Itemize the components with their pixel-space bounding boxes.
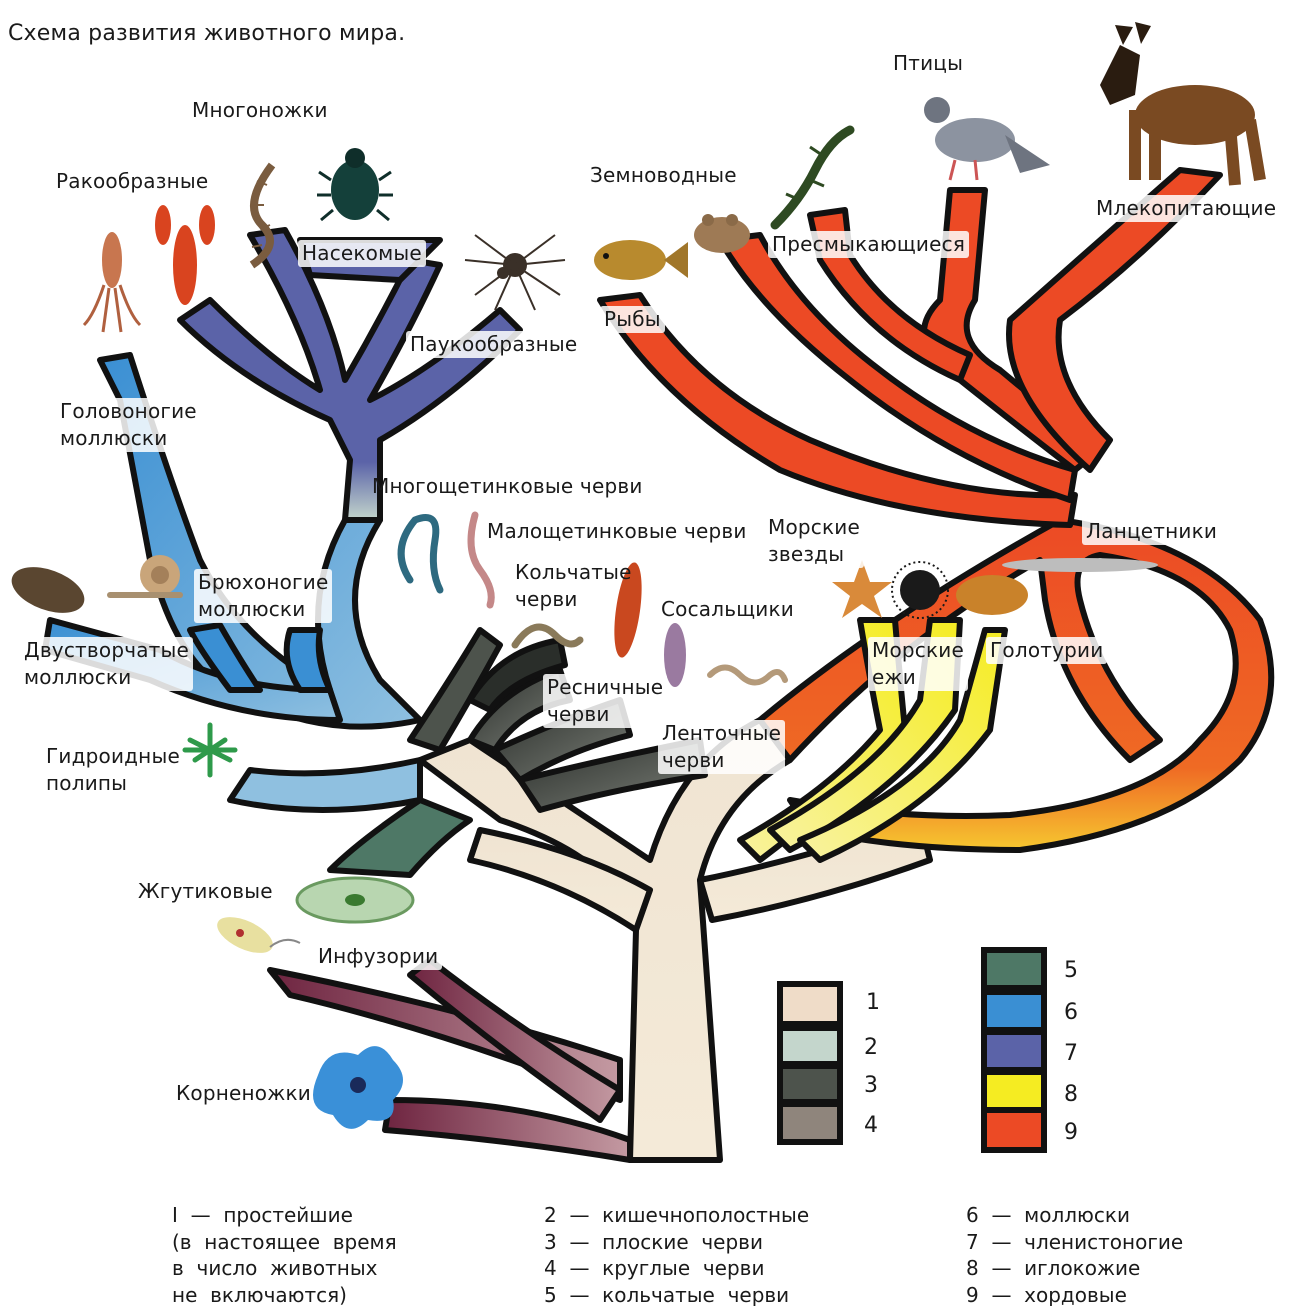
lancelet-icon [1002, 558, 1158, 572]
legend-text-col2: 2 — кишечнополостные 3 — плоские черви 4… [544, 1202, 809, 1306]
label-morskie-ezhi: Морские ежи [868, 637, 968, 691]
dog-icon [1100, 22, 1260, 185]
euglena-icon [212, 910, 300, 961]
roundworm-icon [710, 668, 785, 683]
label-nasekomye: Насекомые [298, 240, 426, 267]
sea-urchin-icon [892, 562, 948, 618]
legend-swatch-7 [984, 1032, 1044, 1070]
label-bryuhonogie: Брюхоногие моллюски [194, 569, 332, 623]
crayfish-icon [155, 205, 215, 305]
legend-num-7: 7 [1064, 1041, 1078, 1066]
label-zhgutikovye: Жгутиковые [138, 878, 273, 905]
label-lentochnye: Ленточные черви [658, 720, 785, 774]
sea-cucumber-icon [956, 575, 1028, 615]
label-lantsetniki: Ланцетники [1082, 518, 1221, 545]
paramecium-icon [297, 878, 413, 922]
label-golovonogie: Головоногие моллюски [56, 398, 201, 452]
legend-swatches [780, 950, 1044, 1150]
legend-num-1: 1 [866, 990, 880, 1015]
label-kolchatye: Кольчатые черви [515, 559, 632, 613]
label-presmykayushchiesya: Пресмыкающиеся [768, 231, 969, 258]
legend-swatch-6 [984, 992, 1044, 1030]
clam-icon [5, 558, 90, 622]
snail-icon [110, 555, 180, 595]
label-sosalshchiki: Сосальщики [661, 596, 794, 623]
label-dvustvorchatye: Двустворчатые моллюски [20, 637, 193, 691]
tapeworm-icon [664, 623, 686, 687]
hydra-icon [185, 725, 235, 775]
label-resnichnye: Ресничные черви [543, 674, 667, 728]
legend-num-8: 8 [1064, 1082, 1078, 1107]
legend-num-2: 2 [864, 1035, 878, 1060]
pigeon-icon [924, 97, 1050, 180]
legend-num-9: 9 [1064, 1120, 1078, 1145]
label-infuzorii: Инфузории [314, 943, 442, 970]
diagram-title: Схема развития животного мира. [8, 20, 405, 47]
label-gidroidnye: Гидроидные полипы [46, 743, 180, 797]
legend-num-4: 4 [864, 1113, 878, 1138]
beetle-icon [317, 148, 393, 220]
polychaete-worm-icon [401, 518, 440, 591]
label-goloturii: Голотурии [986, 637, 1107, 664]
label-mlekopitayushchie: Млекопитающие [1092, 195, 1280, 222]
legend-swatch-8 [984, 1072, 1044, 1110]
label-rakoobraznye: Ракообразные [56, 168, 208, 195]
fish-icon [594, 240, 688, 280]
legend-swatch-9 [984, 1110, 1044, 1150]
legend-swatch-5 [984, 950, 1044, 988]
legend-swatch-3 [780, 1066, 840, 1102]
label-mnogoshchetinkovye: Многощетинковые черви [372, 473, 643, 500]
legend-swatch-4 [780, 1104, 840, 1142]
label-morskie-zvezdy: Морские звезды [764, 514, 864, 568]
label-ryby: Рыбы [600, 306, 665, 333]
legend-swatch-2 [780, 1028, 840, 1064]
protozoa-branches [270, 960, 630, 1160]
squid-icon [84, 232, 140, 332]
label-maloshchetinkovye: Малощетинковые черви [487, 518, 747, 545]
legend-num-3: 3 [864, 1073, 878, 1098]
frog-icon [694, 214, 750, 253]
label-paukoobraznye: Паукообразные [406, 331, 581, 358]
legend-swatch-1 [780, 984, 840, 1024]
legend-text-col3: 6 — моллюски 7 — членистоногие 8 — иглок… [966, 1202, 1183, 1306]
legend-text-col1: I — простейшие (в настоящее время в числ… [172, 1202, 397, 1306]
label-mnogonozhki: Многоножки [192, 97, 328, 124]
amoeba-icon [313, 1046, 403, 1129]
legend-num-6: 6 [1064, 1000, 1078, 1025]
spider-icon [465, 235, 565, 310]
label-zemnovodnye: Земноводные [590, 162, 737, 189]
label-ptitsy: Птицы [893, 50, 963, 77]
label-kornenozhki: Корненожки [176, 1080, 311, 1107]
starfish-icon [832, 560, 892, 618]
legend-num-5: 5 [1064, 958, 1078, 983]
